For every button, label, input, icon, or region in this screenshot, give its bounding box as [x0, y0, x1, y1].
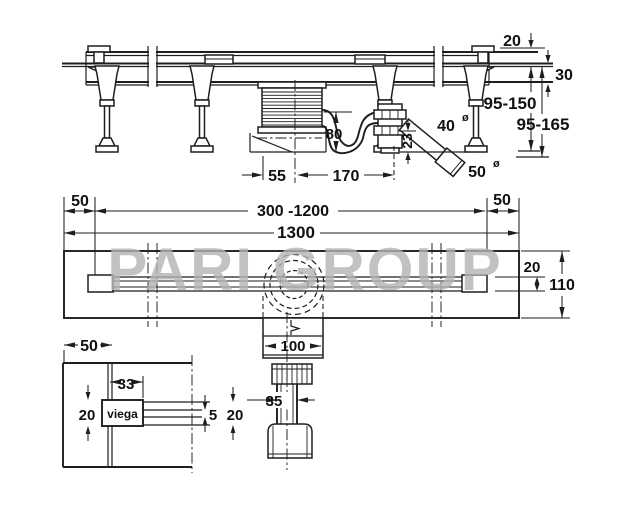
detail-dimensions: 50 33 20 5 20: [63, 338, 244, 441]
dim-outlet-body-width: 100: [280, 338, 305, 355]
break-lines: [147, 45, 444, 87]
diameter-symbol: ø: [462, 112, 469, 124]
dim-profile-height-left: 20: [79, 407, 96, 424]
dim-top-offset: 20: [503, 33, 521, 50]
dim-body-width: 110: [549, 277, 575, 294]
compression-nut: [271, 363, 313, 385]
dim-trap-reach: 170: [333, 168, 360, 185]
fixing-clamps: [204, 54, 386, 65]
dim-outlet-clearance: 23: [399, 133, 415, 149]
side-reference-lines: [516, 150, 549, 158]
side-view: 20 30 95-150 95-165: [62, 33, 573, 185]
dim-slot-gap: 5: [209, 407, 217, 424]
dim-outlet-diameter: 40: [437, 118, 455, 135]
dim-height-range-total: 95-165: [517, 115, 570, 134]
dim-slot-width: 20: [524, 259, 541, 276]
drain-ribs: [262, 91, 322, 126]
side-dimensions: 20 30 95-150 95-165: [242, 33, 573, 185]
slot-end-left: [87, 274, 114, 293]
dim-total-length: 1300: [277, 223, 315, 242]
plan-break-lines: [147, 243, 442, 327]
drain-body: [249, 80, 327, 183]
dim-outlet-pipe-width: 35: [266, 393, 283, 410]
dim-pipe-diameter: 50: [468, 164, 486, 181]
slot-end-right: [461, 274, 488, 293]
brand-plate: [101, 399, 144, 427]
dim-wall-offset: 50: [80, 338, 98, 355]
watermark: PARI GROUP: [107, 236, 503, 303]
detail-slot-lines: [143, 401, 210, 426]
dim-end-margin-left: 50: [71, 193, 89, 210]
dim-grate-length-range: 300 -1200: [257, 203, 329, 220]
support-foot: [463, 65, 489, 153]
dim-drain-offset: 55: [268, 168, 286, 185]
trap-assembly: [321, 103, 468, 178]
drain-tray: [249, 133, 327, 153]
outlet-socket: [267, 423, 313, 459]
dim-grate-inset: 33: [118, 376, 135, 393]
plan-dimensions: 50 300 -1200 1300 50 20: [63, 192, 575, 319]
outlet-socket-50: [434, 147, 466, 178]
support-foot: [94, 65, 120, 153]
support-foot: [189, 65, 215, 153]
dim-frame-height: 30: [555, 67, 573, 84]
detail-view: viega 50 33 20: [62, 338, 244, 473]
dim-end-margin-right: 50: [493, 192, 511, 209]
water-seal-symbol: [290, 320, 302, 335]
dim-trap-height: 80: [326, 126, 343, 143]
grate-slot: [87, 274, 488, 293]
dim-height-range-grate: 95-150: [484, 94, 537, 113]
outlet-housing: [262, 317, 324, 359]
support-feet: [94, 65, 489, 153]
dim-profile-height-right: 20: [227, 407, 244, 424]
brand-logo: viega: [107, 407, 138, 421]
drain-circle: [263, 253, 325, 316]
plan-view: 50 300 -1200 1300 50 20: [63, 192, 575, 327]
diameter-symbol: ø: [493, 158, 500, 170]
outlet-view: 100: [247, 296, 324, 470]
trap-pipe-lower: [321, 122, 379, 154]
